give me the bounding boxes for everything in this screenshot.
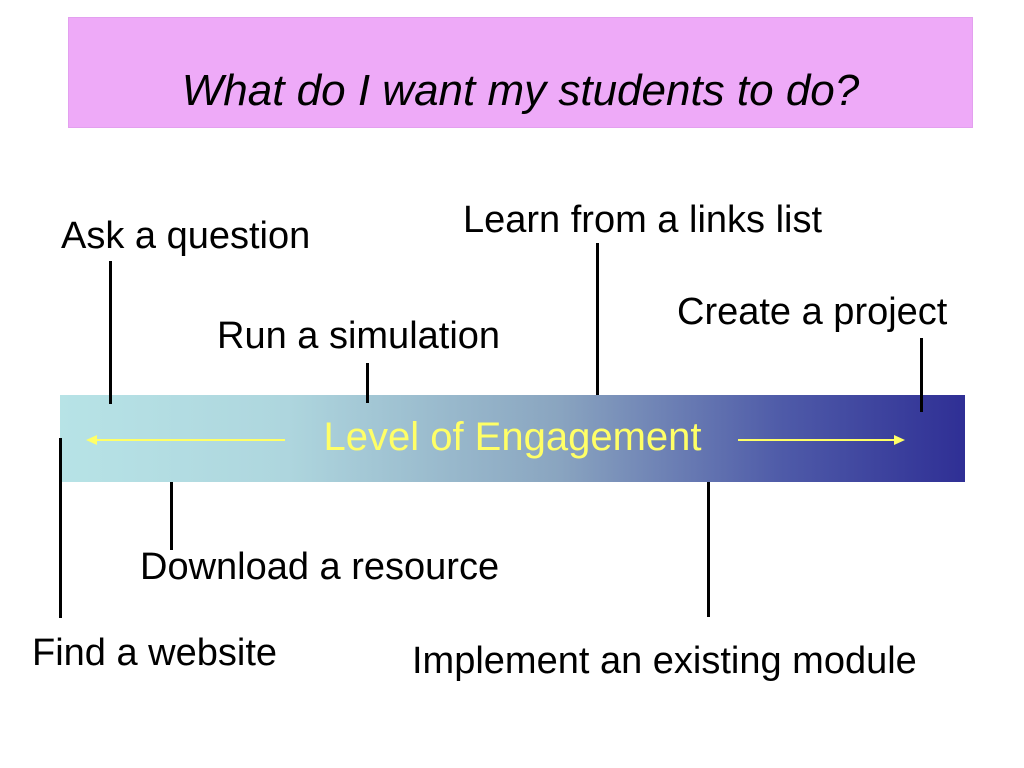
tick-ask-question — [109, 261, 112, 404]
label-ask-question: Ask a question — [61, 215, 311, 257]
label-find-website: Find a website — [32, 632, 278, 674]
tick-create-project — [920, 338, 923, 412]
tick-implement-module — [707, 482, 710, 617]
left-arrow — [86, 435, 285, 445]
title-banner: What do I want my students to do? — [68, 17, 973, 128]
engagement-band: Level of Engagement — [60, 395, 965, 482]
right-arrow — [738, 435, 905, 445]
tick-download-resource — [170, 482, 173, 550]
label-run-simulation: Run a simulation — [217, 315, 501, 357]
label-create-project: Create a project — [677, 291, 948, 333]
slide-title: What do I want my students to do? — [181, 66, 860, 115]
label-download-resource: Download a resource — [140, 546, 500, 588]
engagement-axis-label: Level of Engagement — [323, 415, 702, 459]
tick-links-list — [596, 243, 599, 395]
tick-find-website — [59, 438, 62, 618]
label-implement-module: Implement an existing module — [412, 640, 917, 682]
label-links-list: Learn from a links list — [463, 199, 823, 241]
tick-run-simulation — [366, 363, 369, 403]
